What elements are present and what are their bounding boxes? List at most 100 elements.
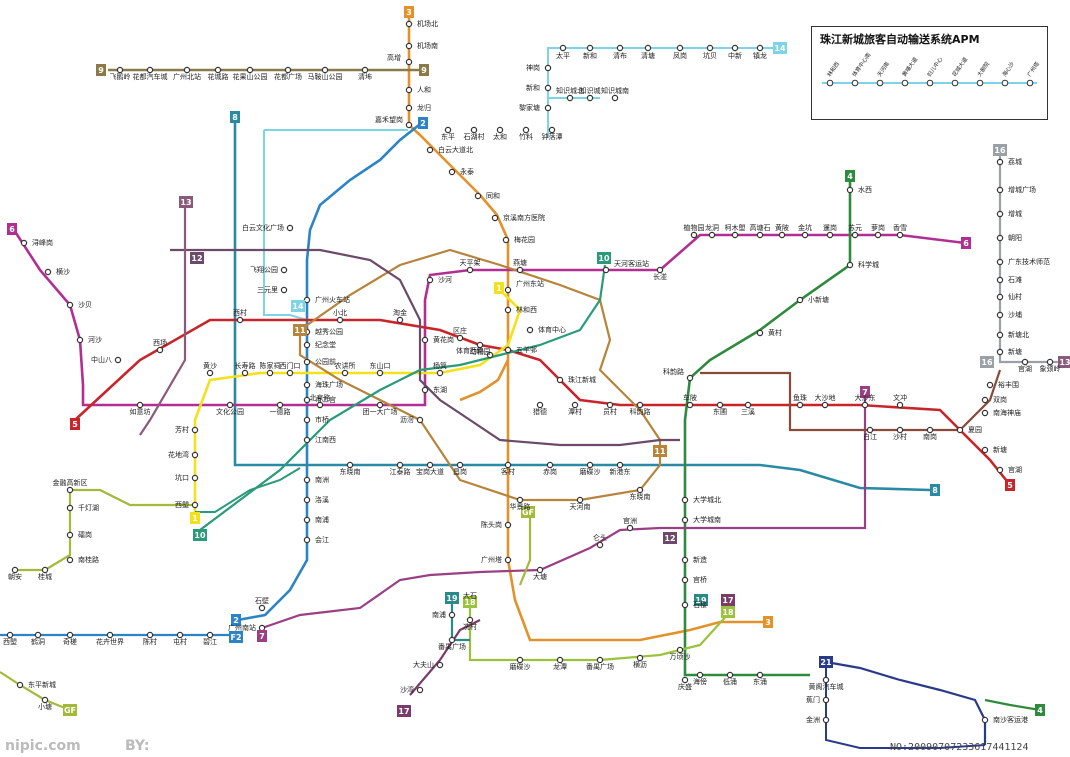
station-marker [66, 531, 74, 539]
station-label: 杨箕 [433, 361, 447, 370]
station-label: 石滩 [1008, 275, 1022, 284]
station-label: 太平 [556, 51, 570, 60]
station-label: 车陂 [683, 393, 697, 402]
station-label: 越秀公园 [315, 327, 343, 336]
station-label: 五羊邨 [516, 345, 537, 354]
station-label: 天河客运站 [614, 259, 649, 268]
station-label: 龙潭 [553, 662, 567, 671]
station-marker [156, 346, 164, 354]
station-marker [114, 356, 122, 364]
station-marker [996, 293, 1004, 301]
station-label: 昌岗 [453, 468, 467, 476]
station-marker [596, 541, 604, 549]
station-marker [504, 461, 512, 469]
station-label: 科韵路 [663, 367, 684, 376]
line-badge-10 [193, 529, 207, 541]
line-badge-label: 2 [233, 616, 239, 625]
line-badge-label: 2 [420, 119, 426, 128]
station-label: 清塘 [641, 51, 655, 60]
station-marker [486, 351, 494, 359]
line-badge-label: 6 [963, 239, 969, 248]
station-marker [416, 686, 424, 694]
station-marker [926, 426, 934, 434]
station-label: 南沙客运港 [993, 715, 1028, 724]
station-label: 暹岗 [823, 224, 837, 232]
station-marker [896, 231, 904, 239]
line-badge-label: 4 [847, 172, 853, 181]
station-marker [436, 369, 444, 377]
line-badge-3 [763, 616, 773, 628]
station-marker [846, 186, 854, 194]
station-label: 象颈岭 [1040, 364, 1061, 373]
station-labels: 机场北机场南高增人和龙归嘉禾望岗飞鹅岭花都汽车城广州北站花城路花果山公园花都广场… [3, 19, 1061, 724]
line-2-path [237, 123, 420, 622]
line-badge-label: 17 [398, 707, 409, 716]
station-marker [456, 334, 464, 342]
station-label: 新塘 [993, 445, 1007, 454]
station-label: 广州北站 [173, 72, 201, 81]
line-14-path [263, 130, 308, 321]
station-marker [66, 504, 74, 512]
apm-station-label: 花城大道 [950, 55, 969, 78]
station-marker [146, 66, 154, 74]
station-marker [502, 236, 510, 244]
line-badge-label: 11 [294, 326, 306, 335]
station-label: 神岗 [526, 63, 540, 72]
station-marker [861, 401, 869, 409]
station-marker [284, 66, 292, 74]
station-marker [241, 369, 249, 377]
station-label: 坑贝 [703, 51, 717, 60]
station-label: 潭村 [568, 407, 582, 416]
station-marker [258, 624, 266, 632]
station-marker [826, 231, 834, 239]
station-label: 磨碟沙 [580, 467, 601, 476]
station-marker [504, 346, 512, 354]
station-marker [559, 44, 567, 52]
line-badge-2 [231, 614, 241, 626]
station-label: 香雪 [893, 223, 907, 232]
line-badge-16 [980, 356, 994, 368]
line-badge-13 [179, 196, 193, 208]
station-marker [66, 486, 74, 494]
station-label: 体育西路 [456, 346, 484, 355]
station-label: 东涌 [753, 677, 767, 686]
watermark-by: BY: [125, 738, 149, 754]
station-marker [474, 192, 482, 200]
station-label: 芳村 [175, 425, 189, 434]
station-marker [16, 681, 24, 689]
station-marker [191, 501, 199, 509]
station-label: 东圃 [713, 407, 727, 416]
station-marker [66, 631, 74, 639]
apm-station-marker [1026, 79, 1034, 87]
station-label: 珠江新城 [568, 375, 596, 384]
station-label: 南浦 [315, 515, 329, 524]
line-badge-4 [1035, 704, 1045, 716]
station-label: 沙埔 [1008, 310, 1022, 319]
station-marker [191, 426, 199, 434]
line-badge-3 [404, 6, 414, 18]
line-badge-16 [993, 144, 1007, 156]
station-marker [191, 451, 199, 459]
station-label: 大学城南 [693, 515, 721, 524]
station-marker [303, 516, 311, 524]
station-label: 京溪南方医院 [503, 213, 545, 222]
line-badge-label: 18 [722, 608, 734, 617]
station-marker [644, 44, 652, 52]
station-label: 花地湾 [168, 450, 189, 459]
station-marker [426, 146, 434, 154]
station-label: 会江 [315, 535, 329, 544]
station-label: 新塘北 [1008, 330, 1029, 339]
station-marker [176, 631, 184, 639]
station-marker [681, 516, 689, 524]
station-marker [996, 331, 1004, 339]
station-marker [602, 266, 610, 274]
station-label: 金融高新区 [53, 478, 88, 487]
station-marker [956, 426, 964, 434]
station-label: 柯木塱 [725, 223, 746, 232]
station-label: 沙河 [438, 276, 452, 284]
apm-station-label: 妇儿中心 [925, 55, 944, 78]
line-badge-13 [1058, 356, 1070, 368]
station-marker [676, 44, 684, 52]
station-marker [426, 461, 434, 469]
station-label: 花果山公园 [233, 72, 268, 81]
